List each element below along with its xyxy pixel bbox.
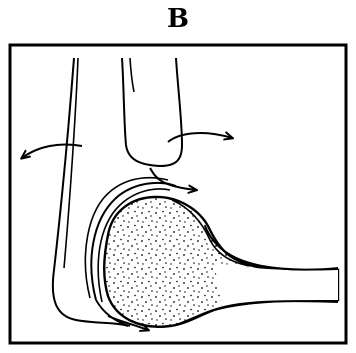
upper-structure-line — [130, 58, 134, 92]
arrow-right-upper — [168, 133, 232, 142]
arrow-right-lower — [150, 168, 196, 190]
